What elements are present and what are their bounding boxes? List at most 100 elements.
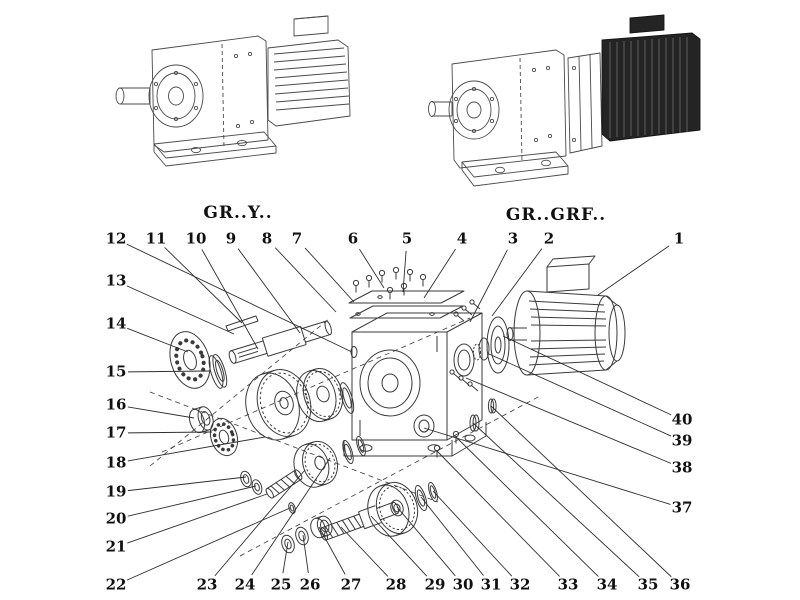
leader-line-21 bbox=[127, 493, 268, 544]
leader-line-10 bbox=[201, 249, 259, 350]
callout-36: 36 bbox=[669, 575, 691, 594]
motor bbox=[506, 255, 626, 376]
leader-line-32 bbox=[432, 490, 513, 577]
pinion-shaft-small bbox=[265, 469, 303, 499]
leader-line-8 bbox=[274, 247, 337, 313]
callout-2: 2 bbox=[543, 229, 555, 248]
exploded-view bbox=[126, 243, 672, 581]
callout-17: 17 bbox=[105, 423, 127, 442]
callout-30: 30 bbox=[452, 575, 474, 594]
top-cover bbox=[348, 290, 465, 319]
callout-10: 10 bbox=[185, 229, 207, 248]
leader-line-38 bbox=[465, 377, 672, 464]
oil-seal bbox=[208, 354, 228, 389]
leader-line-22 bbox=[126, 507, 291, 581]
callout-38: 38 bbox=[671, 458, 693, 477]
leader-line-40 bbox=[502, 335, 672, 416]
leader-line-6 bbox=[359, 248, 385, 289]
shaft-key bbox=[225, 315, 259, 332]
leader-line-26 bbox=[302, 534, 309, 574]
leader-line-18 bbox=[127, 436, 266, 462]
gear-disc bbox=[296, 368, 344, 423]
ring-mid-2 bbox=[356, 435, 366, 457]
input-flange bbox=[473, 316, 510, 374]
callout-4: 4 bbox=[456, 229, 468, 248]
ring-mid-1 bbox=[342, 439, 354, 465]
leader-line-13 bbox=[126, 285, 235, 335]
callout-11: 11 bbox=[145, 229, 167, 248]
leader-line-12 bbox=[126, 243, 353, 353]
callout-18: 18 bbox=[105, 453, 127, 472]
leader-line-7 bbox=[304, 247, 355, 303]
washer-4 bbox=[281, 534, 295, 554]
variant-label-gr-grf: GR..GRF.. bbox=[505, 205, 607, 225]
leader-line-3 bbox=[469, 249, 508, 323]
leader-line-30 bbox=[396, 506, 456, 577]
leader-line-34 bbox=[455, 436, 599, 577]
leader-line-19 bbox=[127, 476, 247, 492]
callout-1: 1 bbox=[673, 229, 685, 248]
retaining-ring bbox=[339, 382, 355, 414]
leader-line-16 bbox=[127, 406, 195, 419]
output-shaft bbox=[228, 320, 332, 364]
leader-line-31 bbox=[420, 496, 484, 576]
callout-6: 6 bbox=[347, 229, 359, 248]
callout-24: 24 bbox=[234, 575, 256, 594]
callout-27: 27 bbox=[340, 575, 362, 594]
leader-line-5 bbox=[402, 250, 407, 293]
callout-20: 20 bbox=[105, 509, 127, 528]
leader-line-14 bbox=[127, 327, 189, 353]
variant-label-gr-y: GR..Y.. bbox=[203, 203, 273, 223]
bearing-small bbox=[209, 417, 239, 457]
leader-line-4 bbox=[423, 248, 456, 299]
leader-line-25 bbox=[282, 541, 289, 574]
leader-line-39 bbox=[488, 353, 672, 437]
callout-21: 21 bbox=[105, 537, 127, 556]
callout-40: 40 bbox=[671, 410, 693, 429]
leader-line-20 bbox=[127, 485, 257, 517]
callout-7: 7 bbox=[291, 229, 303, 248]
assembly-axes bbox=[149, 317, 541, 557]
bearing-output bbox=[169, 331, 211, 389]
callout-9: 9 bbox=[225, 229, 237, 248]
leader-line-17 bbox=[127, 431, 213, 434]
gr-grf-line-art-icon bbox=[428, 14, 701, 187]
leader-line-24 bbox=[251, 457, 331, 576]
leader-line-27 bbox=[318, 526, 346, 575]
leader-line-2 bbox=[491, 248, 543, 317]
callout-39: 39 bbox=[671, 431, 693, 450]
leader-line-9 bbox=[237, 248, 301, 334]
gear-housing bbox=[343, 312, 487, 457]
leader-line-36 bbox=[490, 405, 672, 578]
callout-29: 29 bbox=[424, 575, 446, 594]
leader-lines bbox=[126, 243, 672, 581]
callout-26: 26 bbox=[299, 575, 321, 594]
callout-5: 5 bbox=[401, 229, 413, 248]
leader-line-23 bbox=[214, 469, 306, 577]
callout-33: 33 bbox=[557, 575, 579, 594]
leader-line-15 bbox=[127, 370, 212, 373]
callout-32: 32 bbox=[509, 575, 531, 594]
gr-y-line-art-icon bbox=[115, 15, 351, 167]
leader-line-29 bbox=[370, 515, 428, 577]
leader-line-37 bbox=[423, 427, 671, 505]
leader-line-33 bbox=[436, 450, 560, 577]
callout-15: 15 bbox=[105, 362, 127, 381]
washer-2 bbox=[251, 479, 263, 495]
callout-16: 16 bbox=[105, 395, 127, 414]
callout-37: 37 bbox=[671, 498, 693, 517]
gear-mid bbox=[293, 440, 338, 488]
ring-bottom-1 bbox=[414, 484, 428, 512]
callout-23: 23 bbox=[196, 575, 218, 594]
callout-22: 22 bbox=[105, 575, 127, 594]
callout-13: 13 bbox=[105, 271, 127, 290]
callout-25: 25 bbox=[270, 575, 292, 594]
callout-31: 31 bbox=[480, 575, 502, 594]
leader-line-35 bbox=[472, 422, 640, 578]
ring-bottom-2 bbox=[428, 481, 438, 503]
gear-bottom bbox=[367, 481, 419, 537]
callout-8: 8 bbox=[261, 229, 273, 248]
leader-line-11 bbox=[164, 247, 243, 324]
washer-1 bbox=[240, 470, 252, 488]
